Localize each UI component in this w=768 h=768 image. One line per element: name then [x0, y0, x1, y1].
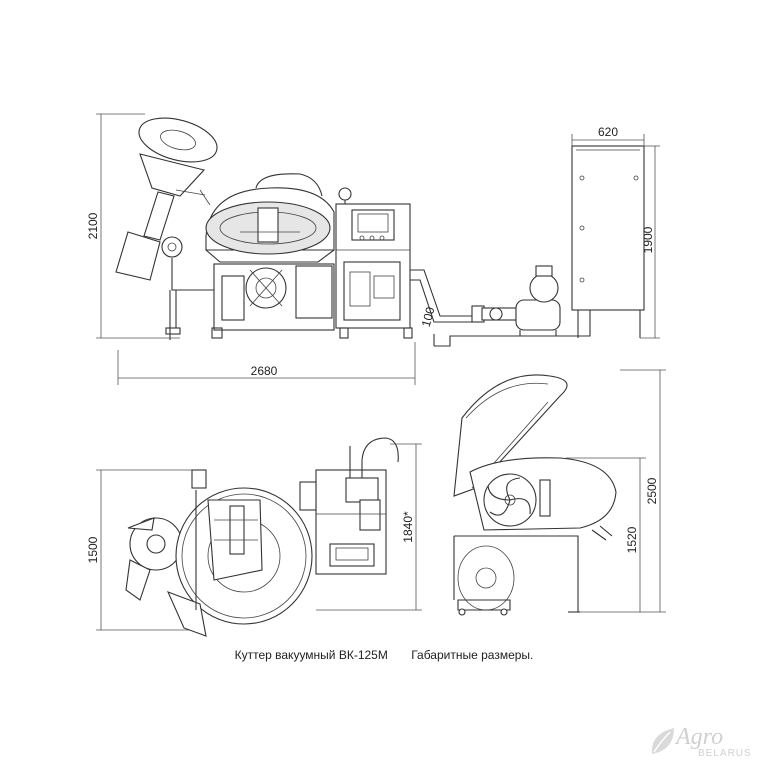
- dim-cabinet-height: 1900: [641, 226, 655, 253]
- watermark-sub: BELARUS: [698, 748, 752, 759]
- caption-product: Куттер вакуумный ВК-125М: [234, 648, 388, 662]
- front-view: 2500 1520: [453, 369, 666, 616]
- watermark-main: Agro: [676, 724, 724, 750]
- dim-top-height: 1840*: [401, 511, 415, 543]
- top-view: 1500 1840*: [86, 437, 422, 637]
- dim-side-height: 2100: [86, 212, 100, 239]
- caption-note: Габаритные размеры.: [411, 648, 534, 662]
- leaf-logo-icon: [651, 728, 674, 754]
- dim-front-height-lower: 1520: [625, 526, 639, 553]
- caption: Куттер вакуумный ВК-125М Габаритные разм…: [0, 648, 768, 662]
- side-view: 2100 2680: [86, 113, 660, 385]
- pipe-label: 100: [419, 305, 438, 328]
- dim-top-depth: 1500: [86, 536, 100, 563]
- dim-front-height: 2500: [645, 477, 659, 504]
- dim-side-length: 2680: [251, 364, 278, 378]
- dim-cabinet-width: 620: [598, 125, 618, 139]
- watermark: Agro BELARUS: [648, 722, 758, 764]
